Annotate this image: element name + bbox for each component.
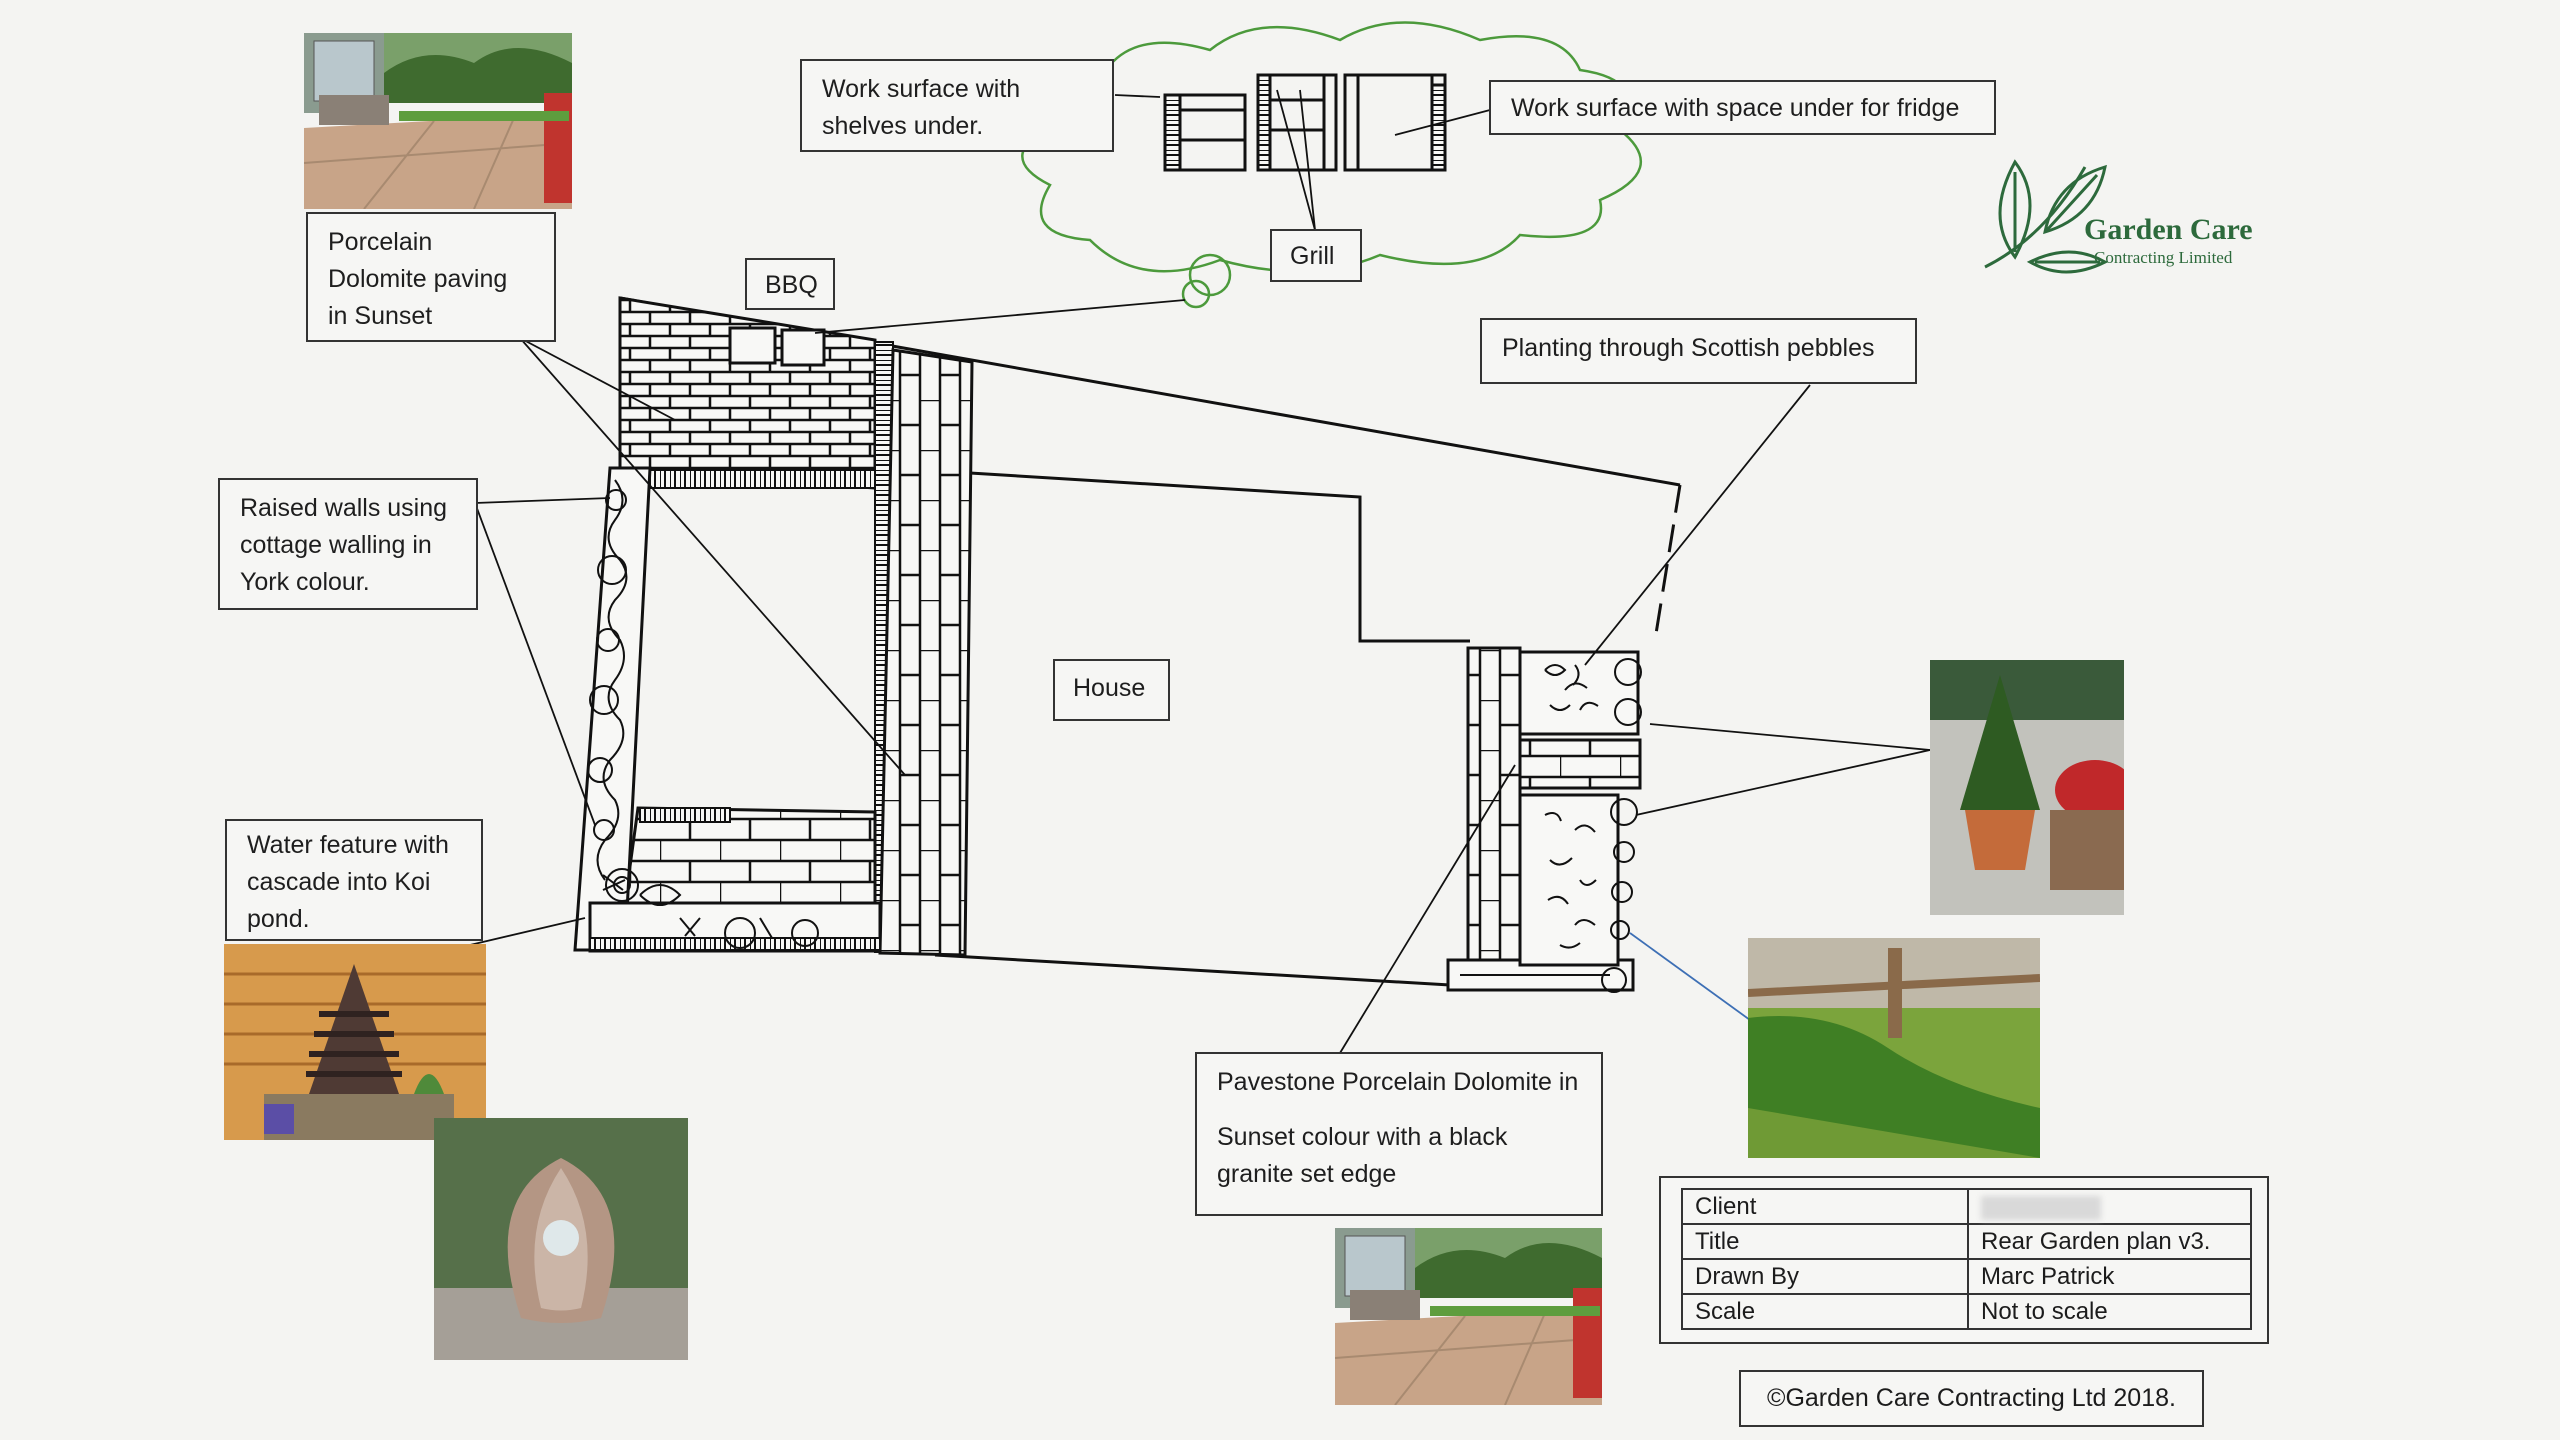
bbq-elevation-sketch (1163, 73, 1447, 172)
client-redacted (1981, 1195, 2101, 1220)
patio-photo-bottom (1335, 1228, 1602, 1405)
label-work-surface-fridge: Work surface with space under for fridge (1489, 80, 1996, 135)
topiary-photo (1930, 660, 2124, 915)
leader-lines (469, 89, 1931, 1054)
leaf-logo-icon (1984, 159, 2109, 274)
scale-key: Scale (1681, 1293, 1969, 1330)
raised-bed-planting (587, 479, 819, 949)
client-value (1967, 1188, 2252, 1225)
title-block-table: Client Title Rear Garden plan v3. Drawn … (1681, 1188, 2252, 1330)
drawn-by-key: Drawn By (1681, 1258, 1969, 1295)
client-key: Client (1681, 1188, 1969, 1225)
patio-left (573, 296, 974, 957)
patio-right (1446, 646, 1642, 993)
title-key: Title (1681, 1223, 1969, 1260)
copyright-notice: ©Garden Care Contracting Ltd 2018. (1739, 1370, 2204, 1427)
label-bbq: BBQ (745, 258, 835, 310)
logo-subtitle: Contracting Limited (2094, 248, 2233, 267)
label-raised-walls: Raised walls using cottage walling in Yo… (218, 478, 478, 610)
hedge-photo (1748, 938, 2040, 1158)
title-row-scale: Scale Not to scale (1681, 1293, 2252, 1330)
title-row-client: Client (1681, 1188, 2252, 1225)
label-house: House (1053, 659, 1170, 721)
bbq-detail-cloud (1021, 21, 1642, 309)
patio-photo-top (304, 33, 572, 209)
title-row-drawn-by: Drawn By Marc Patrick (1681, 1258, 2252, 1295)
label-pavestone: Pavestone Porcelain Dolomite in Sunset c… (1195, 1052, 1603, 1216)
title-row-title: Title Rear Garden plan v3. (1681, 1223, 2252, 1260)
title-value: Rear Garden plan v3. (1967, 1223, 2252, 1260)
scale-value: Not to scale (1967, 1293, 2252, 1330)
title-block: Client Title Rear Garden plan v3. Drawn … (1659, 1176, 2269, 1344)
label-water-feature: Water feature with cascade into Koi pond… (225, 819, 483, 941)
water-feature-photo (224, 944, 486, 1140)
label-planting-pebbles: Planting through Scottish pebbles (1480, 318, 1917, 384)
logo-name: Garden Care (2084, 213, 2253, 246)
label-work-surface-shelves: Work surface with shelves under. (800, 59, 1114, 152)
label-grill: Grill (1270, 229, 1362, 282)
drawn-by-value: Marc Patrick (1967, 1258, 2252, 1295)
fountain-photo (434, 1118, 688, 1360)
label-porcelain-paving: Porcelain Dolomite paving in Sunset (306, 212, 556, 342)
